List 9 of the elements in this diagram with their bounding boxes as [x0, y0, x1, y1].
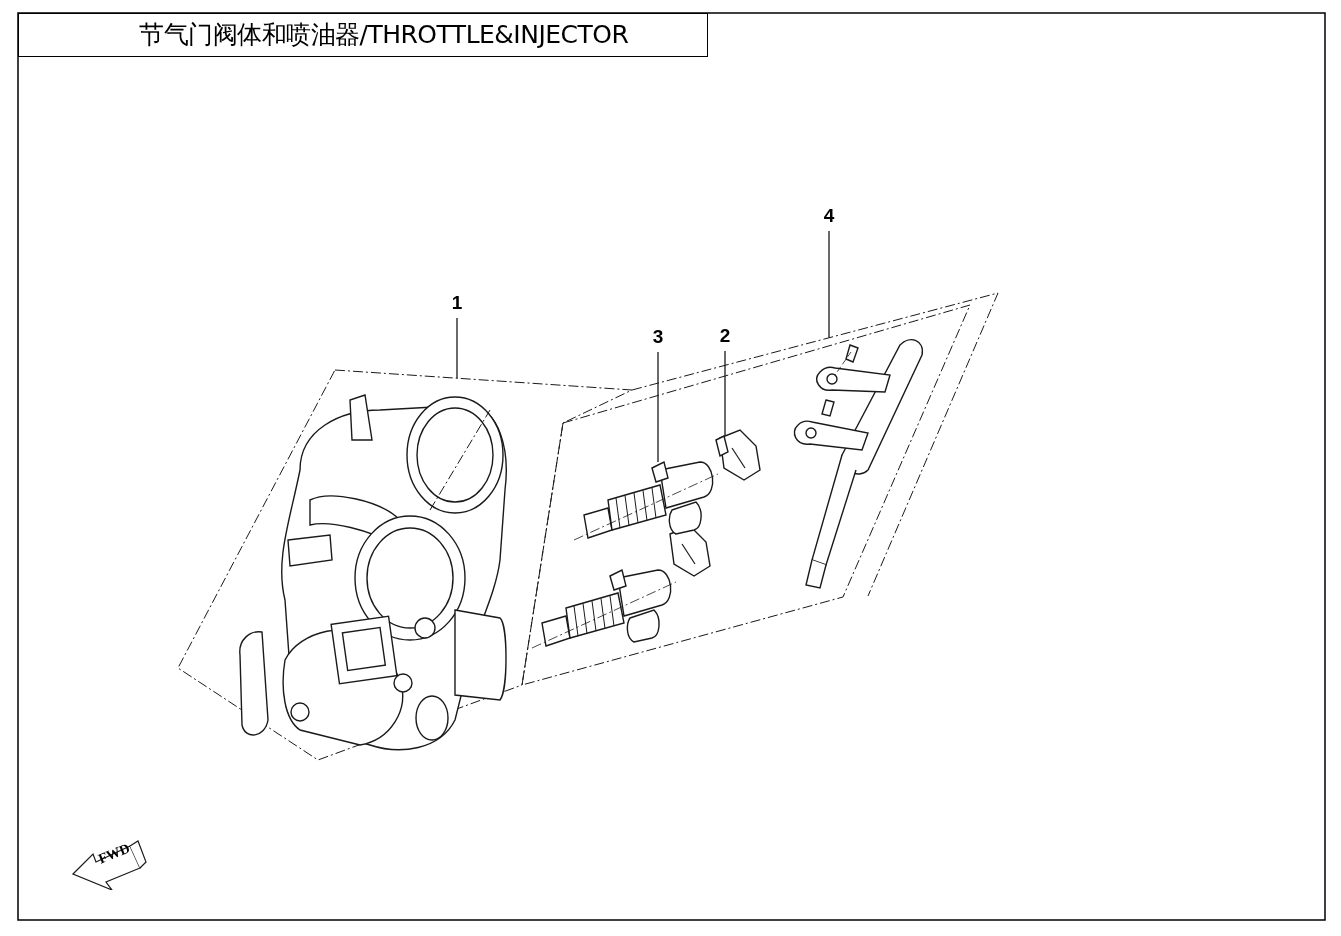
callout-number: 3 — [647, 324, 669, 350]
leader-line — [828, 230, 830, 339]
leader-line — [456, 317, 458, 379]
leader-line — [724, 350, 726, 437]
leader-line — [657, 351, 659, 463]
callout-number: 4 — [818, 203, 840, 229]
callout-number: 1 — [446, 290, 468, 316]
title-bar: 节气门阀体和喷油器/THROTTLE&INJECTOR — [18, 13, 708, 57]
callout-number: 2 — [714, 323, 736, 349]
